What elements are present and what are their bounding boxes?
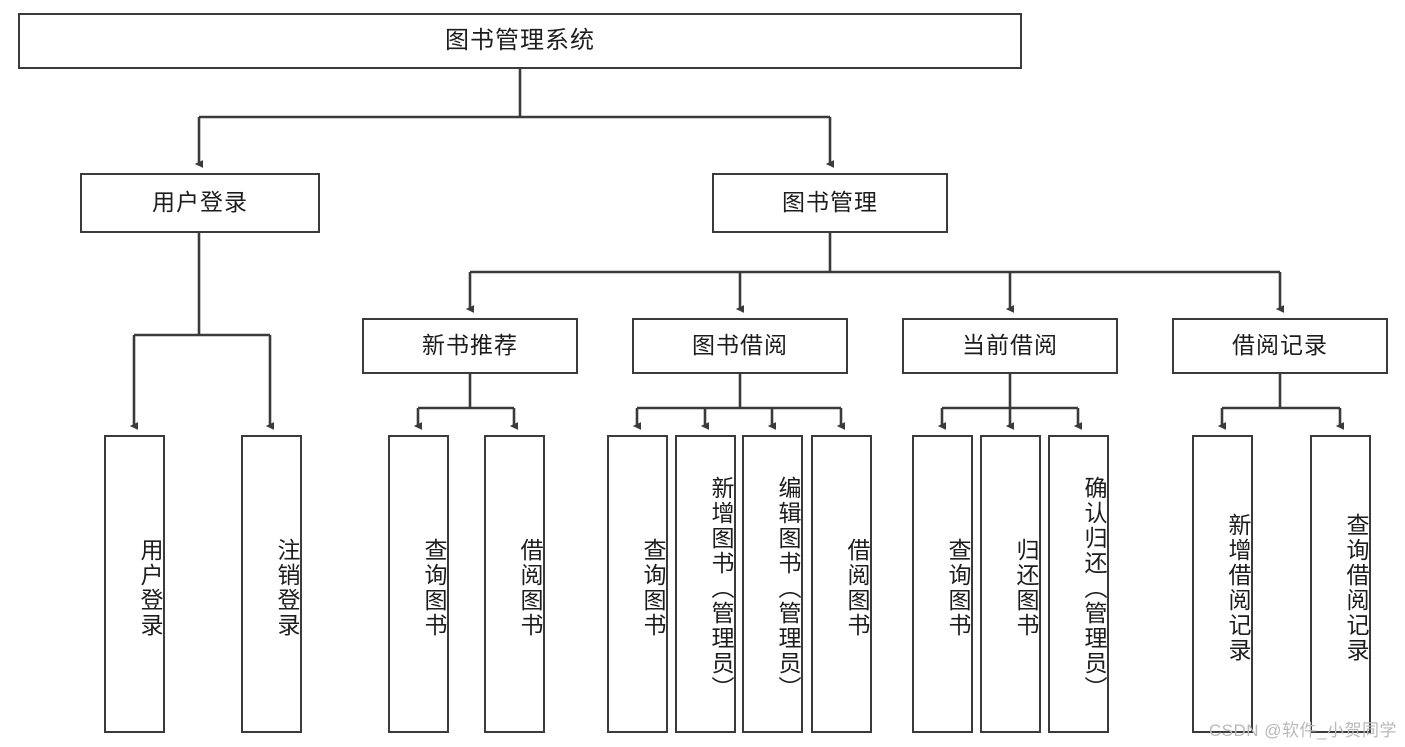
node-leaf-return-book[interactable]: 归还图书	[980, 435, 1041, 733]
node-leaf-edit-book[interactable]: 编辑图书（管理员）	[742, 435, 803, 733]
node-label: 当前借阅	[962, 332, 1058, 359]
node-label: 用户登录	[152, 189, 248, 216]
node-leaf-add-book[interactable]: 新增图书（管理员）	[675, 435, 736, 733]
node-borrow-record[interactable]: 借阅记录	[1172, 318, 1388, 374]
node-label: 新书推荐	[422, 332, 518, 359]
node-leaf-query-book-1[interactable]: 查询图书	[388, 435, 449, 733]
node-label: 注销登录	[274, 538, 300, 638]
node-leaf-query-record[interactable]: 查询借阅记录	[1310, 435, 1371, 733]
node-leaf-query-book-3[interactable]: 查询图书	[912, 435, 973, 733]
node-label: 图书借阅	[692, 332, 788, 359]
node-root-system[interactable]: 图书管理系统	[18, 13, 1022, 69]
node-leaf-add-record[interactable]: 新增借阅记录	[1192, 435, 1253, 733]
node-label: 查询图书	[421, 538, 447, 638]
node-label: 图书管理	[782, 189, 878, 216]
node-leaf-borrow-book-1[interactable]: 借阅图书	[484, 435, 545, 733]
node-label: 确认归还（管理员）	[1081, 475, 1107, 701]
node-leaf-borrow-book-2[interactable]: 借阅图书	[811, 435, 872, 733]
node-leaf-user-login[interactable]: 用户登录	[104, 435, 165, 733]
node-leaf-query-book-2[interactable]: 查询图书	[607, 435, 668, 733]
watermark-csdn: CSDN @软件_小贺同学	[1208, 721, 1397, 740]
node-label: 归还图书	[1013, 538, 1039, 638]
node-leaf-confirm-return[interactable]: 确认归还（管理员）	[1048, 435, 1109, 733]
node-label: 图书管理系统	[445, 26, 595, 54]
node-label: 借阅图书	[844, 538, 870, 638]
node-book-borrow[interactable]: 图书借阅	[632, 318, 848, 374]
node-label: 新增借阅记录	[1225, 513, 1251, 663]
node-book-manage[interactable]: 图书管理	[712, 173, 948, 233]
node-label: 查询图书	[640, 538, 666, 638]
node-label: 借阅记录	[1232, 332, 1328, 359]
node-label: 借阅图书	[517, 538, 543, 638]
node-current-borrow[interactable]: 当前借阅	[902, 318, 1118, 374]
node-user-login[interactable]: 用户登录	[80, 173, 320, 233]
node-new-book-recommend[interactable]: 新书推荐	[362, 318, 578, 374]
node-label: 查询借阅记录	[1343, 513, 1369, 663]
node-label: 新增图书（管理员）	[708, 475, 734, 701]
node-label: 查询图书	[945, 538, 971, 638]
node-label: 用户登录	[137, 538, 163, 638]
node-leaf-logout-login[interactable]: 注销登录	[241, 435, 302, 733]
node-label: 编辑图书（管理员）	[775, 475, 801, 701]
